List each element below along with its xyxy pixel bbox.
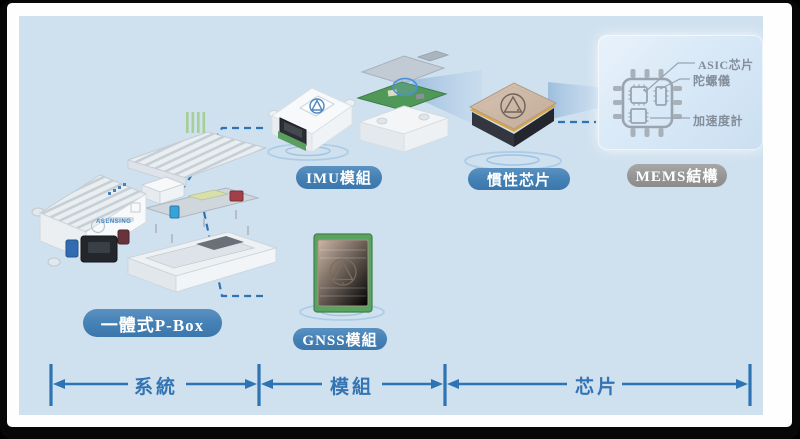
gyroscope-callout-label: 陀螺儀 <box>693 74 731 88</box>
axis-segment-label-system: 系統 <box>133 377 178 398</box>
inertial-chip-label-pill: 慣性芯片 <box>468 168 570 190</box>
axis-segment-label-chip: 芯片 <box>574 377 619 398</box>
pbox-label-pill: 一體式P-Box <box>83 309 222 337</box>
accelerometer-callout-label: 加速度計 <box>693 114 744 128</box>
asic-callout-label: ASIC芯片 <box>698 58 754 72</box>
device-brand-marking: ASENSING <box>96 219 132 225</box>
mems-label-pill: MEMS結構 <box>627 164 727 187</box>
gnss-label-pill: GNSS模組 <box>293 328 387 350</box>
imu-label-pill: IMU模組 <box>296 166 382 189</box>
axis-segment-label-module: 模組 <box>329 377 374 398</box>
mems-structure-panel <box>598 35 763 150</box>
